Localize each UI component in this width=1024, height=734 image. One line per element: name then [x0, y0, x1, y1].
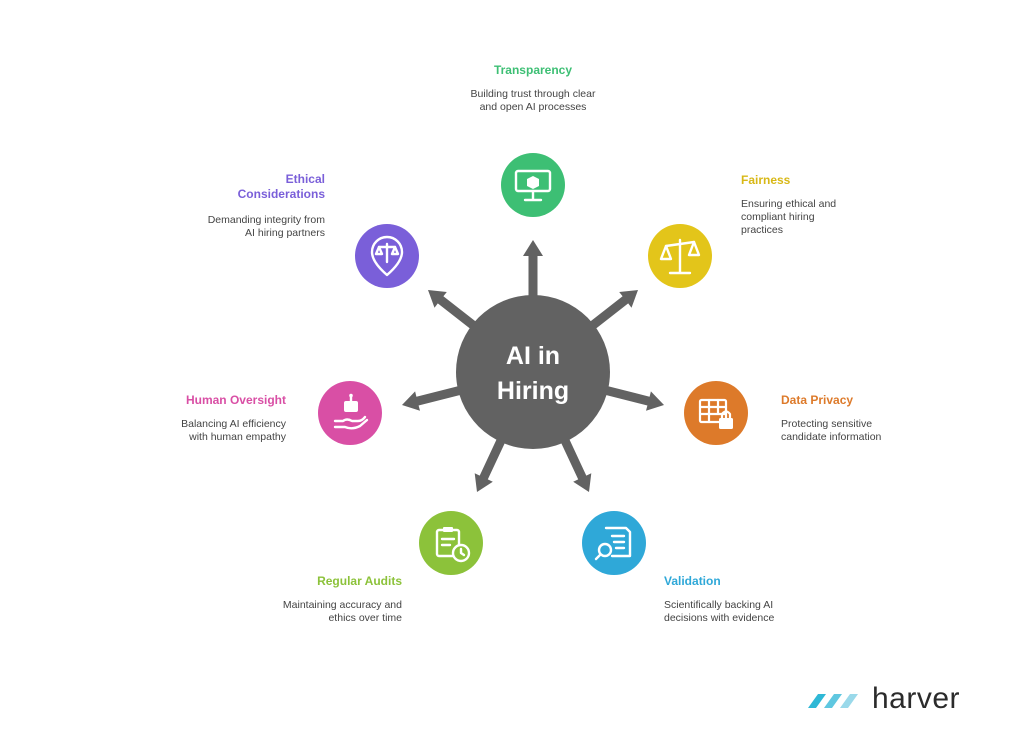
validation-title: Validation — [664, 574, 721, 588]
data-privacy-title: Data Privacy — [781, 393, 854, 407]
robot-hand-icon — [333, 393, 369, 430]
human-oversight-node — [318, 381, 382, 445]
center-hub-circle — [456, 295, 610, 449]
human-oversight-description: Balancing AI efficiency with human empat… — [181, 418, 286, 443]
transparency-node — [501, 153, 565, 217]
center-hub: AI in Hiring — [456, 295, 610, 449]
regular-audits-description: Maintaining accuracy and ethics over tim… — [282, 599, 402, 624]
human-oversight-circle — [318, 381, 382, 445]
arrow-data-privacy — [590, 382, 664, 411]
monitor-cube-icon — [514, 169, 552, 202]
harver-logo-wordmark: harver — [872, 682, 961, 715]
scale-pin-icon — [370, 235, 404, 277]
center-hub-line2: Hiring — [497, 377, 569, 405]
clipboard-clock-icon — [435, 527, 471, 563]
data-privacy-node — [684, 381, 748, 445]
transparency-title: Transparency — [493, 63, 573, 77]
human-oversight-label: Human Oversight Balancing AI efficiency … — [166, 393, 286, 444]
fairness-label: Fairness Ensuring ethical and compliant … — [741, 173, 856, 237]
table-lock-icon — [698, 398, 733, 429]
balance-scale-icon — [659, 238, 701, 275]
arrow-transparency — [523, 240, 543, 312]
harver-logo-mark-icon — [808, 694, 858, 708]
harver-logo: harver — [806, 682, 986, 718]
fairness-description: Ensuring ethical and compliant hiring pr… — [741, 198, 837, 236]
ethical-considerations-description: Demanding integrity from AI hiring partn… — [207, 214, 325, 239]
data-privacy-description: Protecting sensitive candidate informati… — [781, 418, 882, 443]
validation-description: Scientifically backing AI decisions with… — [664, 599, 775, 624]
regular-audits-node — [419, 511, 483, 575]
transparency-description: Building trust through clear and open AI… — [470, 88, 596, 113]
ethical-considerations-node — [355, 224, 419, 288]
regular-audits-circle — [419, 511, 483, 575]
arrow-human-oversight — [402, 382, 476, 411]
document-search-icon — [594, 526, 632, 561]
data-privacy-label: Data Privacy Protecting sensitive candid… — [781, 393, 906, 444]
fairness-title: Fairness — [741, 173, 791, 187]
regular-audits-title: Regular Audits — [317, 574, 402, 588]
regular-audits-label: Regular Audits Maintaining accuracy and … — [282, 574, 402, 625]
human-oversight-title: Human Oversight — [185, 393, 286, 407]
validation-node — [582, 511, 646, 575]
transparency-label: Transparency Building trust through clea… — [463, 63, 603, 114]
ethical-considerations-label: Ethical Considerations Demanding integri… — [205, 172, 325, 240]
center-hub-line1: AI in — [506, 342, 560, 370]
ethical-considerations-title: Ethical Considerations — [237, 172, 325, 201]
fairness-node — [648, 224, 712, 288]
validation-label: Validation Scientifically backing AI dec… — [664, 574, 784, 625]
